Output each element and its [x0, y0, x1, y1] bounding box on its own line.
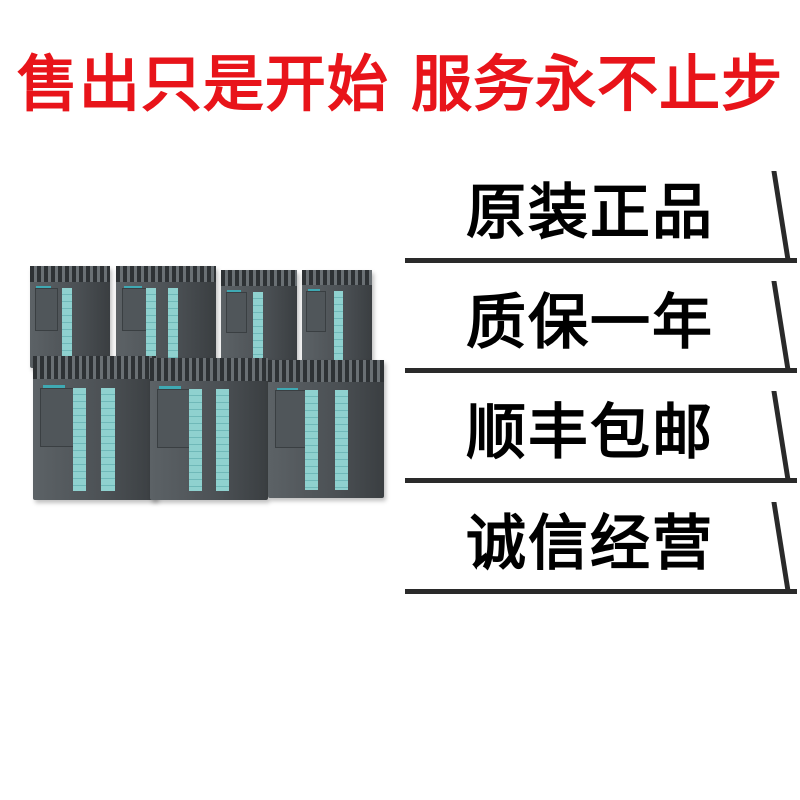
plc-module — [30, 266, 110, 368]
plc-module — [150, 358, 268, 500]
badge-free-shipping: 顺丰包邮 — [405, 388, 797, 483]
badge-integrity: 诚信经营 — [405, 499, 797, 594]
badge-label: 顺丰包邮 — [466, 398, 714, 468]
divider — [405, 368, 797, 373]
badge-label: 质保一年 — [466, 288, 714, 358]
plc-module — [221, 270, 297, 368]
divider — [405, 478, 797, 483]
plc-module — [116, 266, 216, 368]
plc-module — [33, 356, 157, 500]
badge-genuine: 原装正品 — [405, 168, 797, 263]
badge-label: 原装正品 — [466, 178, 714, 248]
divider — [405, 589, 797, 594]
plc-module — [302, 270, 372, 366]
badge-warranty: 质保一年 — [405, 278, 797, 373]
plc-module — [268, 360, 384, 498]
slogan-headline: 售出只是开始 服务永不止步 — [16, 49, 784, 120]
badge-label: 诚信经营 — [466, 509, 714, 579]
divider — [405, 258, 797, 263]
